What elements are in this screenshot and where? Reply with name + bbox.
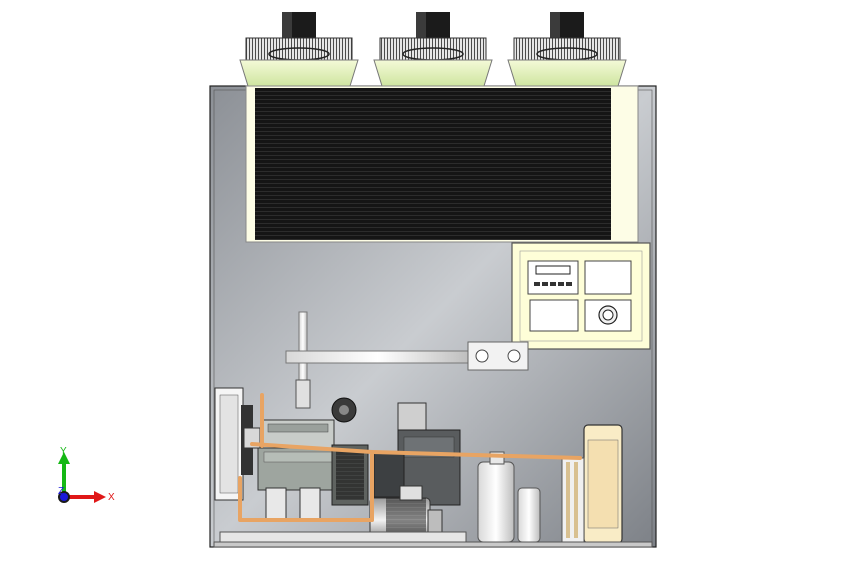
fan-unit-2 — [373, 12, 493, 87]
coordinate-triad-icon: Y X Z — [58, 446, 115, 503]
base-skid — [213, 531, 653, 548]
compressor-unit — [373, 402, 461, 506]
fan-unit-1 — [239, 12, 359, 87]
receiver-tank — [477, 451, 541, 543]
plate-heat-exchanger — [561, 424, 623, 544]
condenser-coil — [245, 85, 639, 243]
vent-pipe-assembly — [285, 311, 529, 409]
z-axis-label: Z — [58, 486, 64, 497]
panel-blank-bottom-left — [529, 299, 579, 332]
y-axis-label: Y — [60, 446, 67, 457]
refrigerant-lines — [238, 393, 582, 522]
rotary-knob-icon — [584, 299, 632, 332]
engine — [214, 387, 369, 521]
x-axis-label: X — [108, 492, 115, 503]
lcd-display-icon — [527, 260, 579, 295]
panel-blank-top-right — [584, 260, 632, 295]
fan-unit-3 — [507, 12, 627, 87]
control-panel — [511, 242, 651, 350]
